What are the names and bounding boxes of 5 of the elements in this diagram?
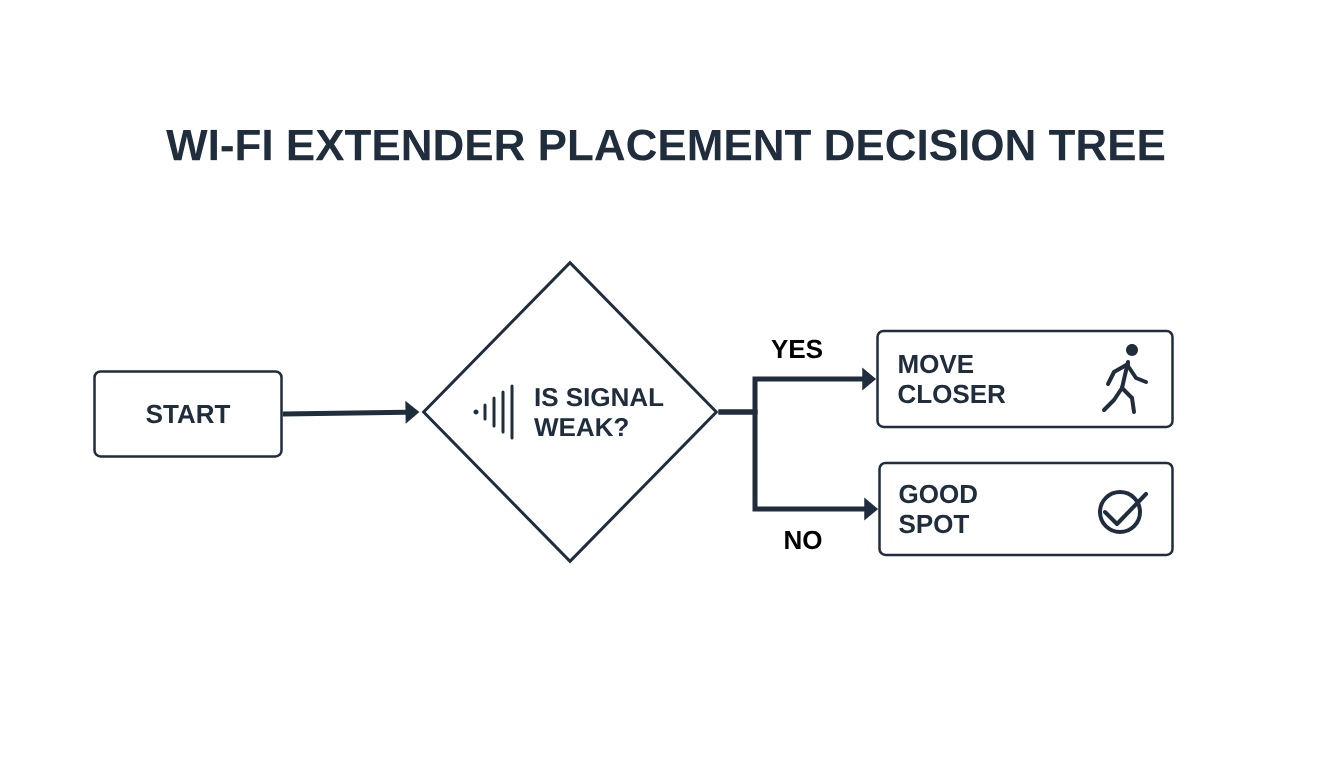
result-box: MOVE CLOSER	[876, 329, 1174, 429]
title: WI-FI EXTENDER PLACEMENT DECISION TREE	[166, 129, 1165, 161]
edge-label: YES	[770, 338, 824, 360]
result-box: GOOD SPOT	[878, 461, 1174, 557]
process-box: START	[93, 370, 283, 458]
